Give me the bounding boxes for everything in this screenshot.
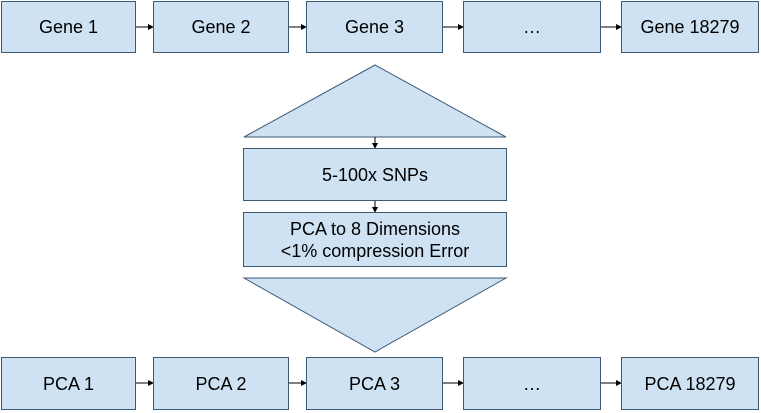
pca-2-box: PCA 2 [153,357,289,410]
pca-1-box: PCA 1 [1,357,136,410]
pca-dimensions-line1: PCA to 8 Dimensions [289,218,461,239]
gene-2-box: Gene 2 [153,1,289,53]
expand-triangle [243,64,507,138]
gene-1-box: Gene 1 [1,1,136,53]
pca-dimensions-line2: <1% compression Error [280,240,470,261]
snps-box: 5-100x SNPs [243,148,507,201]
compress-triangle [242,277,508,353]
gene-3-box: Gene 3 [306,1,443,53]
pca-18279-box: PCA 18279 [621,357,759,410]
pca-3-box: PCA 3 [306,357,443,410]
gene-ellipsis-box: … [463,1,601,53]
pca-ellipsis-box: … [463,357,601,410]
gene-18279-box: Gene 18279 [621,1,759,53]
pca-dimensions-box: PCA to 8 Dimensions <1% compression Erro… [243,212,507,267]
